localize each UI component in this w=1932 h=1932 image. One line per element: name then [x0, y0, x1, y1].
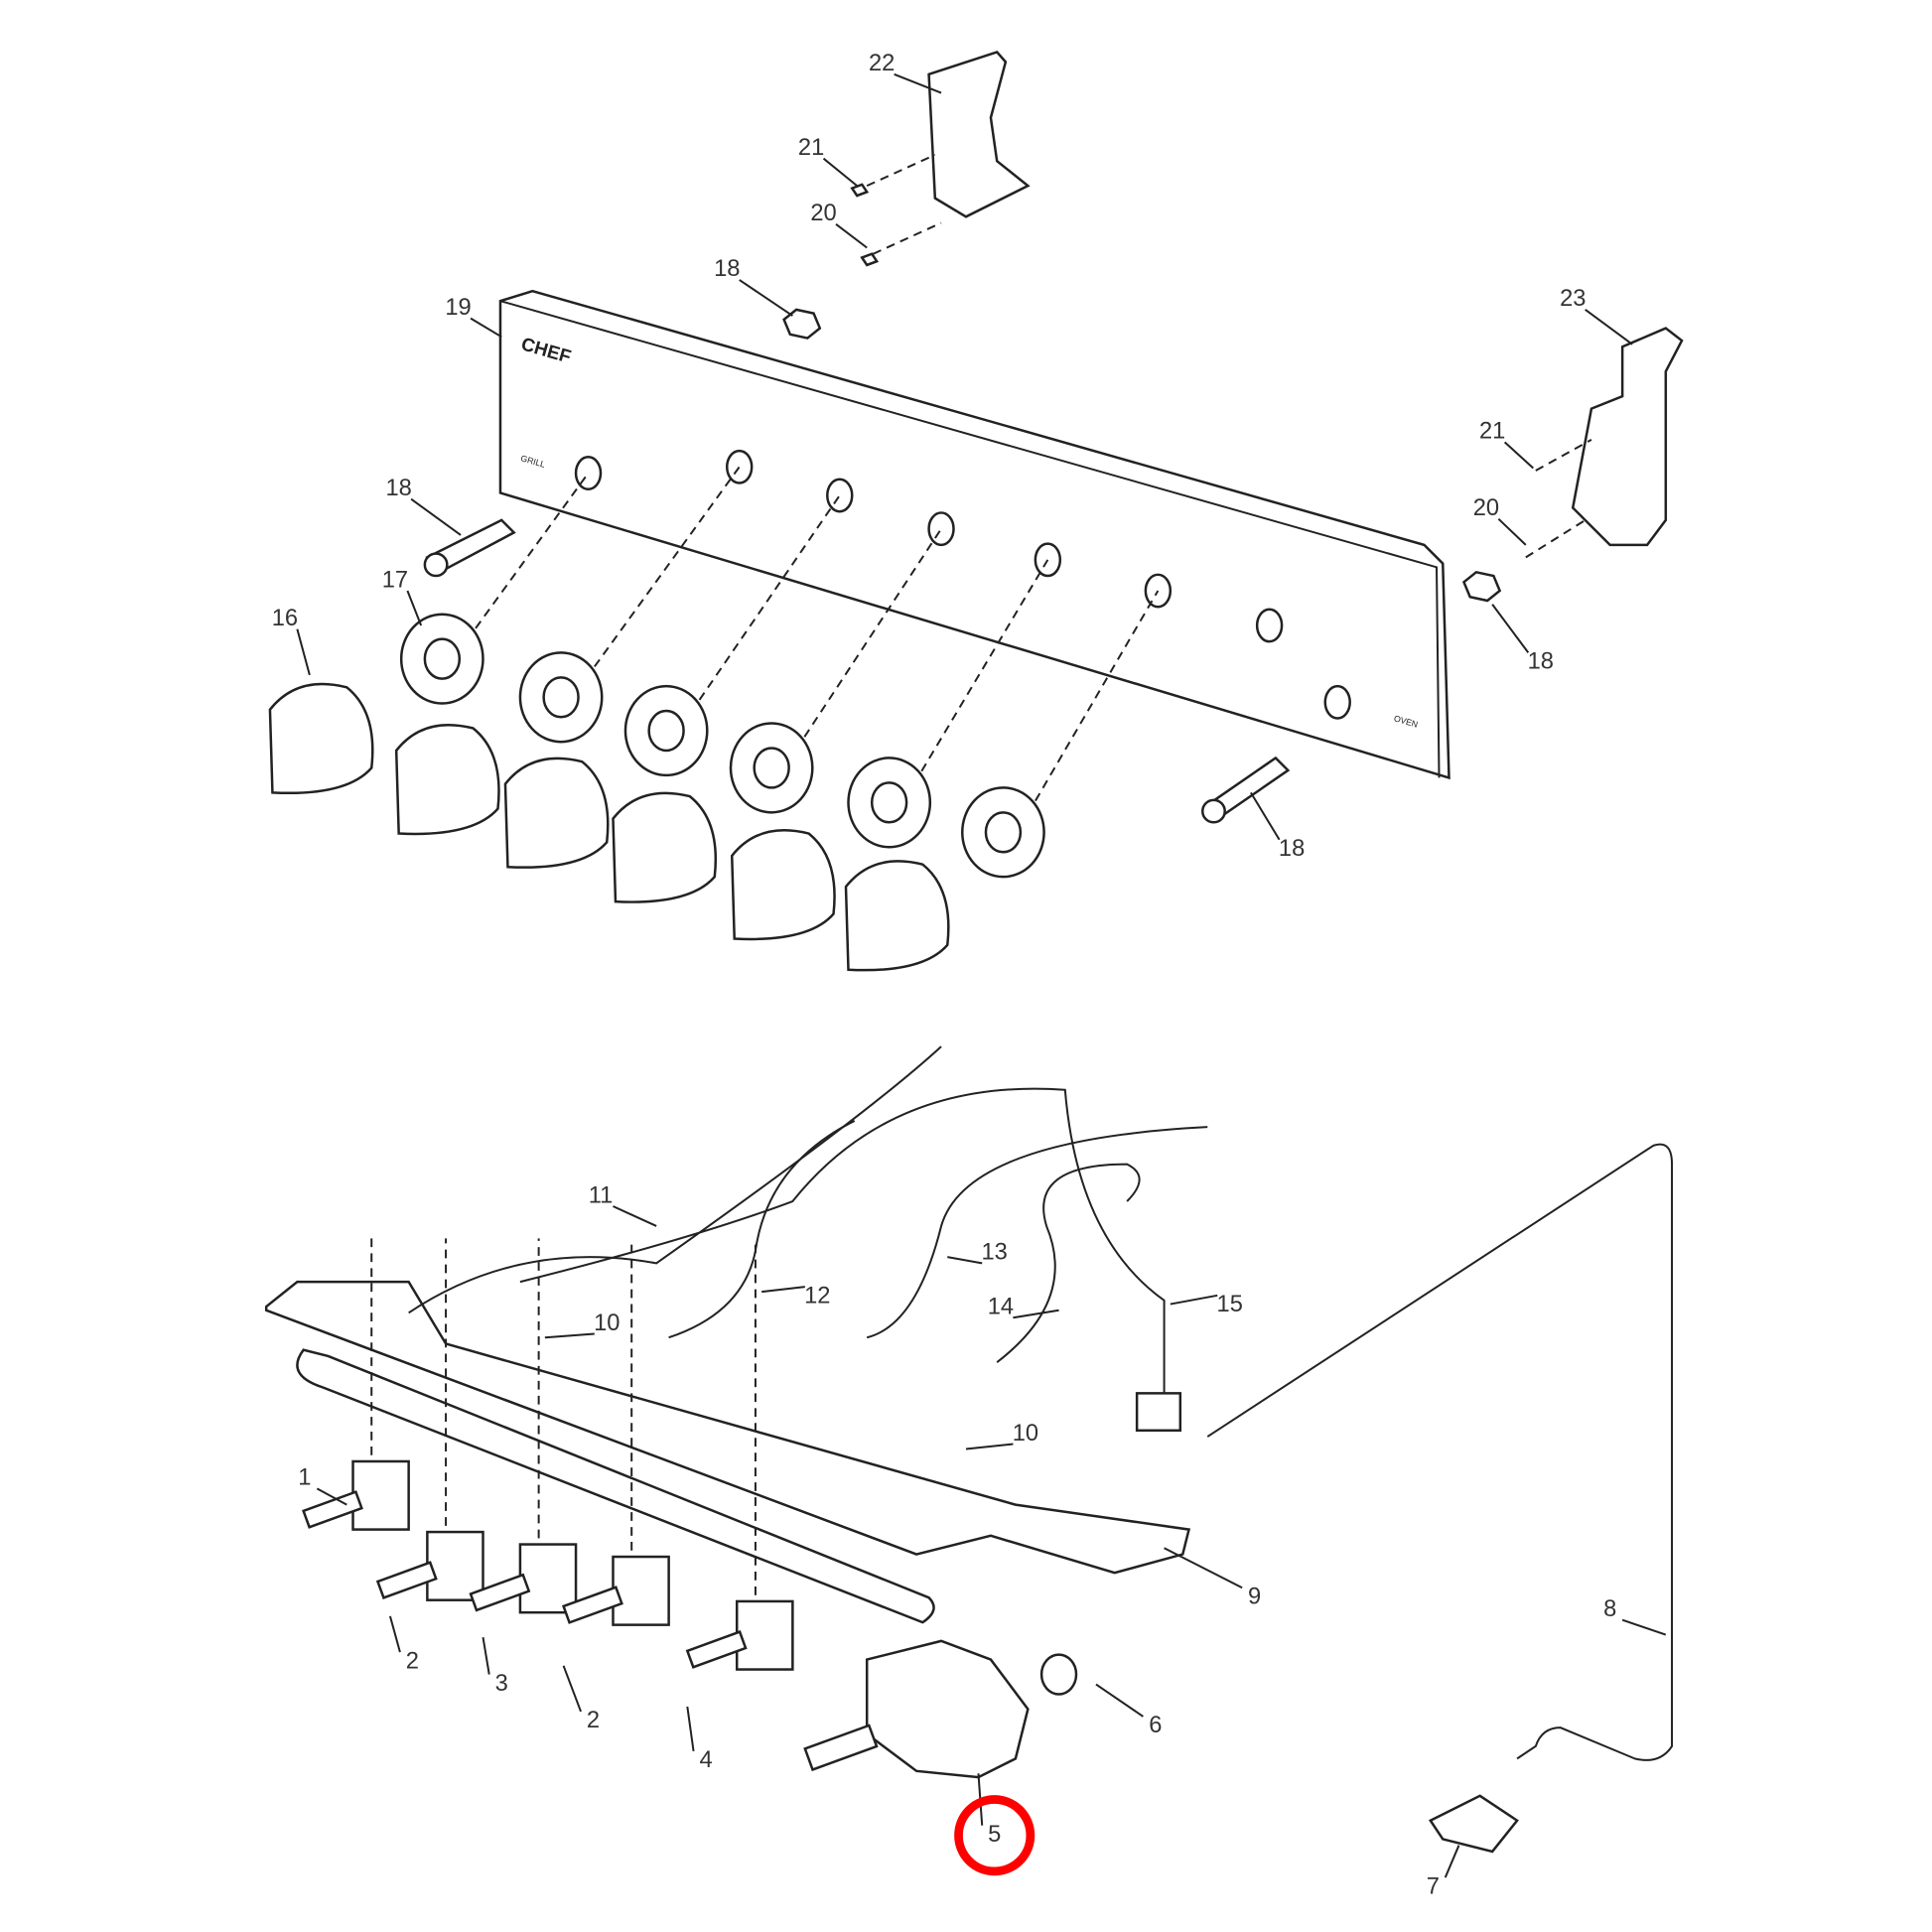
leader-line [1621, 1618, 1667, 1636]
leader-line [613, 1205, 657, 1227]
leader-line [686, 1706, 695, 1752]
manifold-assembly [264, 1045, 1674, 1761]
control-knob-16 [844, 860, 950, 972]
callout-label-20: 20 [810, 201, 836, 226]
control-knob-16 [394, 724, 500, 836]
callout-label-11: 11 [589, 1182, 614, 1208]
callout-label-8: 8 [1603, 1596, 1616, 1622]
callout-label-17: 17 [382, 567, 408, 593]
knob-hole [826, 478, 854, 513]
leader-line [410, 497, 462, 536]
leader-line [296, 628, 311, 676]
leader-line [822, 157, 858, 187]
callout-label-20: 20 [1473, 495, 1499, 521]
knob-hole [1034, 542, 1062, 578]
control-knob-16 [503, 757, 610, 869]
callout-label-14: 14 [988, 1295, 1014, 1320]
callout-label-21: 21 [798, 135, 824, 161]
callout-label-13: 13 [982, 1240, 1008, 1266]
callout-label-7: 7 [1427, 1873, 1440, 1899]
callout-label-2: 2 [406, 1648, 419, 1674]
nut-18 [782, 308, 822, 340]
leader-line [406, 590, 423, 626]
valve-spindle [561, 1586, 623, 1624]
gas-valve [612, 1555, 670, 1626]
leader-line [894, 72, 942, 94]
control-knob-16 [612, 791, 718, 903]
knob-hole [725, 449, 754, 484]
bracket-23 [1525, 327, 1684, 559]
leader-line [1250, 791, 1281, 841]
thermocouple-7 [1428, 1794, 1519, 1854]
leader-line [388, 1615, 401, 1653]
leader-line [1013, 1309, 1059, 1319]
valve-spindle [469, 1573, 531, 1612]
callout-label-4: 4 [699, 1747, 712, 1773]
callout-label-18: 18 [385, 476, 411, 501]
leader-line [1503, 441, 1534, 470]
knob-hole [1323, 684, 1351, 720]
callout-label-15: 15 [1217, 1292, 1243, 1317]
leader-line [470, 317, 502, 339]
highlight-circle [954, 1795, 1035, 1876]
callout-label-18: 18 [714, 256, 740, 282]
knob-hole [927, 511, 955, 547]
leader-line [835, 222, 868, 249]
leader-line [1491, 604, 1530, 653]
callout-label-12: 12 [804, 1283, 830, 1309]
callout-label-18: 18 [1528, 649, 1554, 675]
leader-line [1497, 517, 1527, 546]
callout-label-5: 5 [988, 1822, 1001, 1848]
callout-label-19: 19 [445, 295, 471, 321]
knob-hole [1255, 608, 1284, 643]
valve-spindle [302, 1490, 363, 1529]
leader-line [482, 1636, 490, 1675]
leader-line [1095, 1683, 1144, 1718]
callout-label-2: 2 [587, 1708, 600, 1733]
callout-label-1: 1 [298, 1465, 311, 1491]
bracket-22 [850, 50, 1031, 267]
callout-label-23: 23 [1560, 286, 1586, 312]
leader-line [1585, 309, 1633, 345]
gas-valve [518, 1543, 578, 1614]
callout-label-22: 22 [869, 51, 895, 76]
leader-line [761, 1286, 805, 1294]
callout-label-21: 21 [1479, 419, 1505, 445]
callout-label-9: 9 [1248, 1584, 1261, 1609]
leader-line [739, 279, 793, 317]
oven-thermostat-valve-5 [803, 1639, 1519, 1854]
nut-18 [1461, 570, 1502, 603]
leader-line [1164, 1547, 1243, 1589]
gas-valve [735, 1599, 794, 1671]
callout-label-3: 3 [495, 1671, 508, 1697]
leader-line [1444, 1845, 1460, 1878]
gas-valve [351, 1459, 410, 1531]
leader-line [965, 1443, 1014, 1450]
leader-line [1170, 1294, 1218, 1306]
knob-hole [574, 456, 603, 490]
valve-spindle [375, 1561, 438, 1599]
leader-line [544, 1332, 595, 1339]
callout-label-10: 10 [594, 1311, 620, 1336]
callout-label-10: 10 [1013, 1421, 1038, 1447]
leader-line [947, 1256, 983, 1265]
callout-label-16: 16 [272, 606, 298, 631]
leader-line [316, 1487, 347, 1506]
leader-line [562, 1665, 582, 1713]
valve-spindle [685, 1630, 748, 1669]
callout-label-18: 18 [1279, 836, 1305, 862]
control-knob-16 [730, 829, 836, 941]
callout-label-6: 6 [1149, 1713, 1162, 1738]
gas-valve [426, 1530, 484, 1601]
control-knob-16 [268, 682, 374, 795]
